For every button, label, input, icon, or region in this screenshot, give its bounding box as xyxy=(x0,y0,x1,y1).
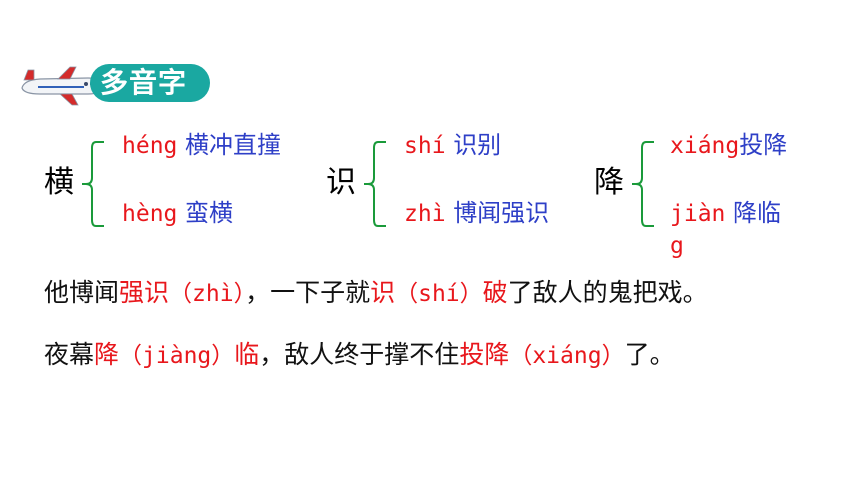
example-word: 蛮横 xyxy=(185,199,234,227)
example-word: 降临 xyxy=(733,199,782,227)
sentence-highlight: 破 xyxy=(482,278,508,307)
reading-entry: héng 横冲直撞 xyxy=(122,130,281,161)
reading-entry: hèng 蛮横 xyxy=(122,198,233,229)
sentence-pinyin: （jiàng） xyxy=(119,343,235,369)
sentence-segment: 夜幕 xyxy=(44,340,95,369)
sentence-highlight: 识 xyxy=(370,278,396,307)
sentence-segment: ，一下子就 xyxy=(245,278,371,307)
example-sentence: 夜幕降（jiàng）临，敌人终于撑不住投降（xiáng）了。 xyxy=(44,340,675,371)
reading-entry: zhì 博闻强识 xyxy=(404,198,549,229)
reading-entry: jiàn 降临 xyxy=(670,198,781,229)
polyphone-char-heng: 横 xyxy=(44,165,74,200)
pinyin: xiáng xyxy=(670,133,740,159)
pinyin: héng xyxy=(122,133,178,159)
reading-entry: shí 识别 xyxy=(404,130,501,161)
brace-icon xyxy=(364,141,386,227)
pinyin-wrap-fragment: g xyxy=(670,233,684,259)
sentence-highlight: 降 xyxy=(94,340,120,369)
sentence-segment: 了敌人的鬼把戏。 xyxy=(507,278,708,307)
sentence-highlight: 强识 xyxy=(119,278,170,307)
polyphone-char-jiang: 降 xyxy=(594,165,624,200)
example-word: 投降 xyxy=(739,131,788,159)
brace-icon xyxy=(82,141,104,227)
reading-entry: xiáng投降 xyxy=(670,130,787,161)
example-sentence: 他博闻强识（zhì），一下子就识（shí）破了敌人的鬼把戏。 xyxy=(44,278,708,309)
brace-icon xyxy=(632,141,654,227)
example-word: 识别 xyxy=(453,131,502,159)
sentence-segment: 他博闻 xyxy=(44,278,120,307)
polyphone-char-shi: 识 xyxy=(326,165,356,200)
pinyin: shí xyxy=(404,133,446,159)
sentence-highlight: 投降 xyxy=(459,340,510,369)
sentence-segment: 了。 xyxy=(624,340,675,369)
sentence-pinyin: （xiáng） xyxy=(509,343,625,369)
example-word: 横冲直撞 xyxy=(185,131,282,159)
section-badge: 多音字 xyxy=(18,62,210,106)
example-word: 博闻强识 xyxy=(453,199,550,227)
sentence-highlight: 临 xyxy=(234,340,260,369)
pinyin: hèng xyxy=(122,201,178,227)
sentence-pinyin: （zhì） xyxy=(169,281,246,307)
sentence-pinyin: （shí） xyxy=(395,281,483,307)
sentence-segment: ，敌人终于撑不住 xyxy=(259,340,460,369)
badge-title: 多音字 xyxy=(90,64,210,102)
pinyin: jiàn xyxy=(670,201,726,227)
pinyin: zhì xyxy=(404,201,446,227)
